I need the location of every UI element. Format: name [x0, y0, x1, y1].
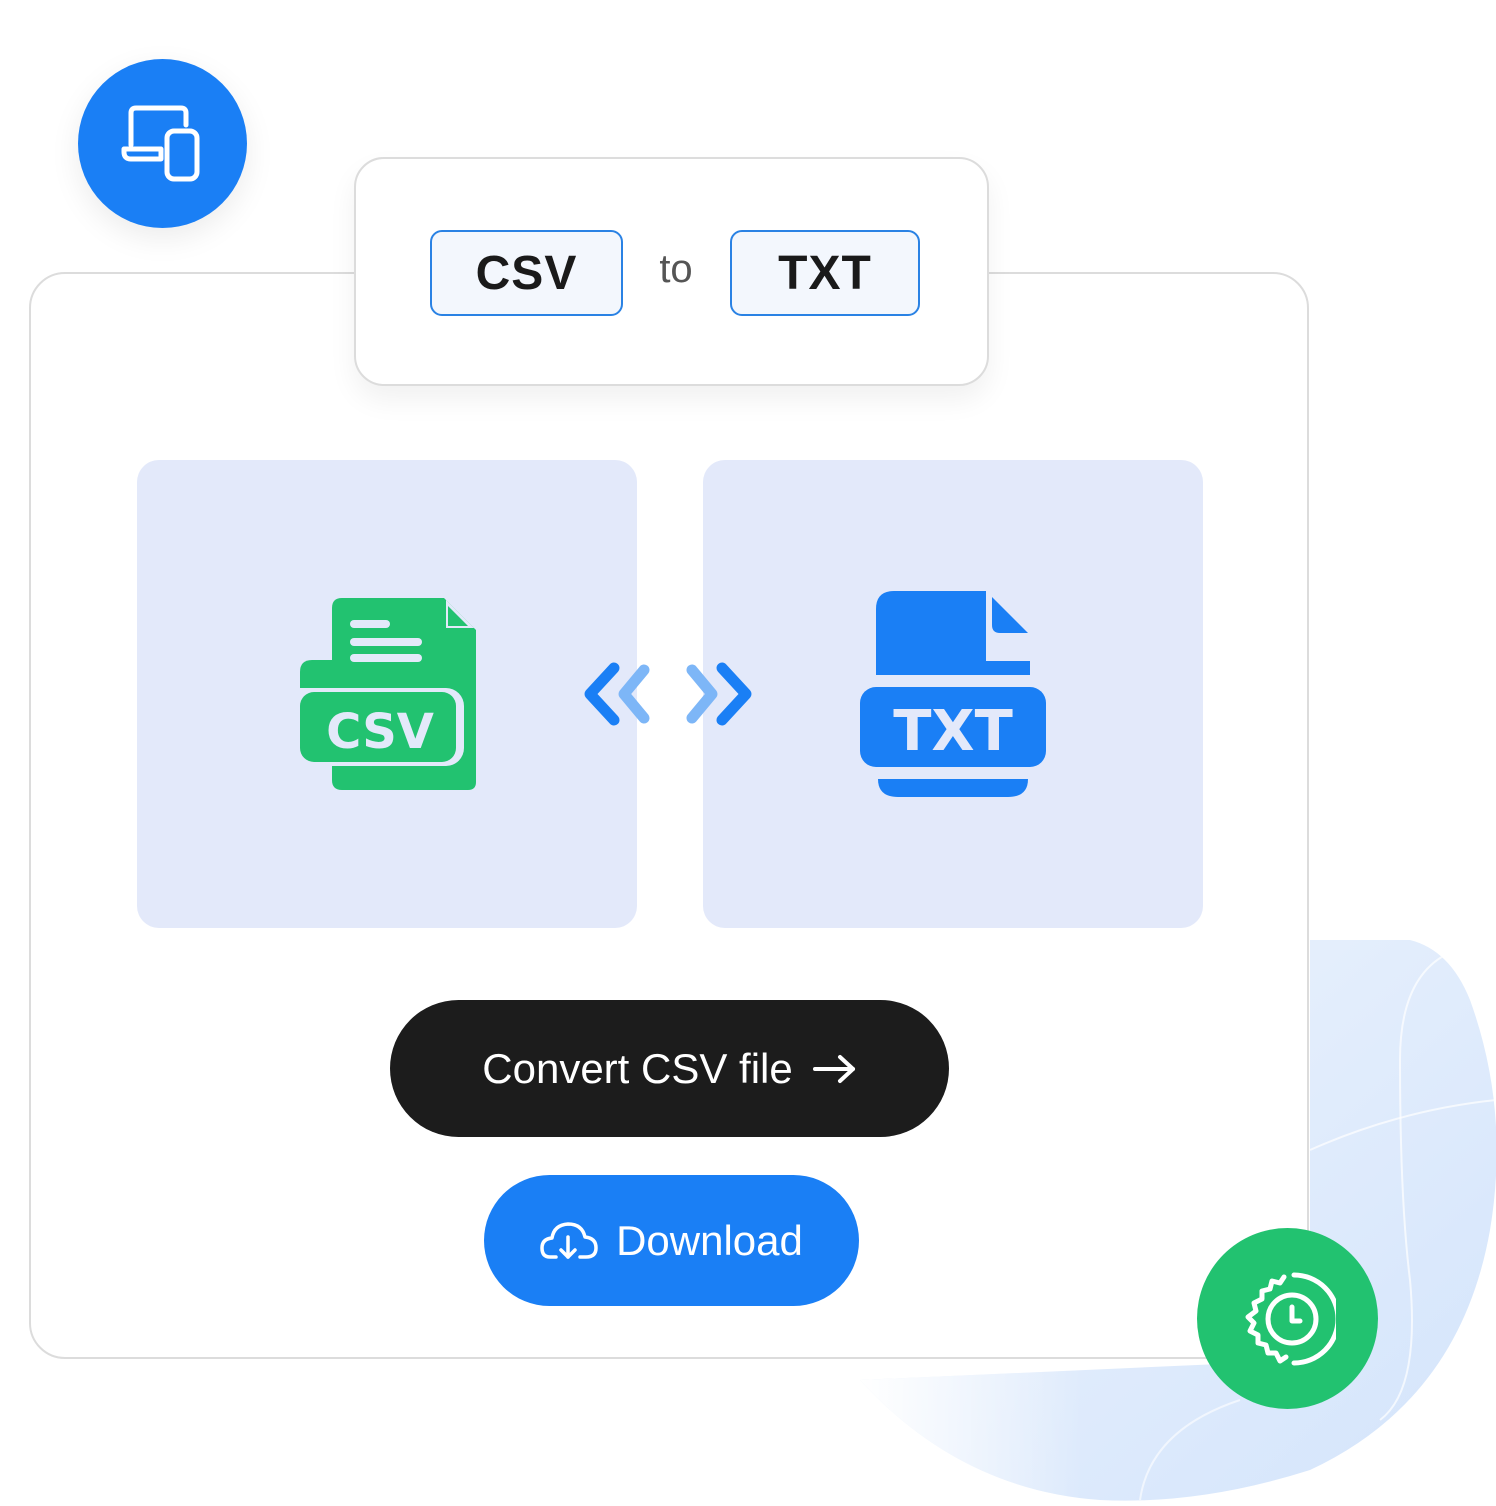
csv-file-icon: CSV	[300, 598, 476, 790]
svg-text:CSV: CSV	[326, 704, 434, 760]
convert-button-label: Convert CSV file	[482, 1044, 793, 1092]
gear-clock-icon	[1245, 1272, 1336, 1365]
source-format-button[interactable]: CSV	[430, 230, 623, 316]
arrow-right-icon	[812, 1054, 855, 1083]
devices-badge	[78, 59, 247, 228]
format-selector: CSV to TXT	[354, 157, 989, 386]
download-button[interactable]: Download	[484, 1175, 859, 1306]
svg-text:TXT: TXT	[893, 699, 1013, 764]
convert-button[interactable]: Convert CSV file	[390, 1000, 949, 1137]
schedule-badge	[1197, 1228, 1378, 1409]
target-format-button[interactable]: TXT	[730, 230, 920, 316]
laptop-phone-icon	[121, 105, 199, 181]
txt-file-icon: TXT	[860, 591, 1046, 797]
download-button-label: Download	[616, 1216, 803, 1264]
double-chevron-arrows-icon	[584, 662, 752, 726]
format-separator: to	[659, 247, 693, 291]
cloud-download-icon	[540, 1221, 598, 1259]
